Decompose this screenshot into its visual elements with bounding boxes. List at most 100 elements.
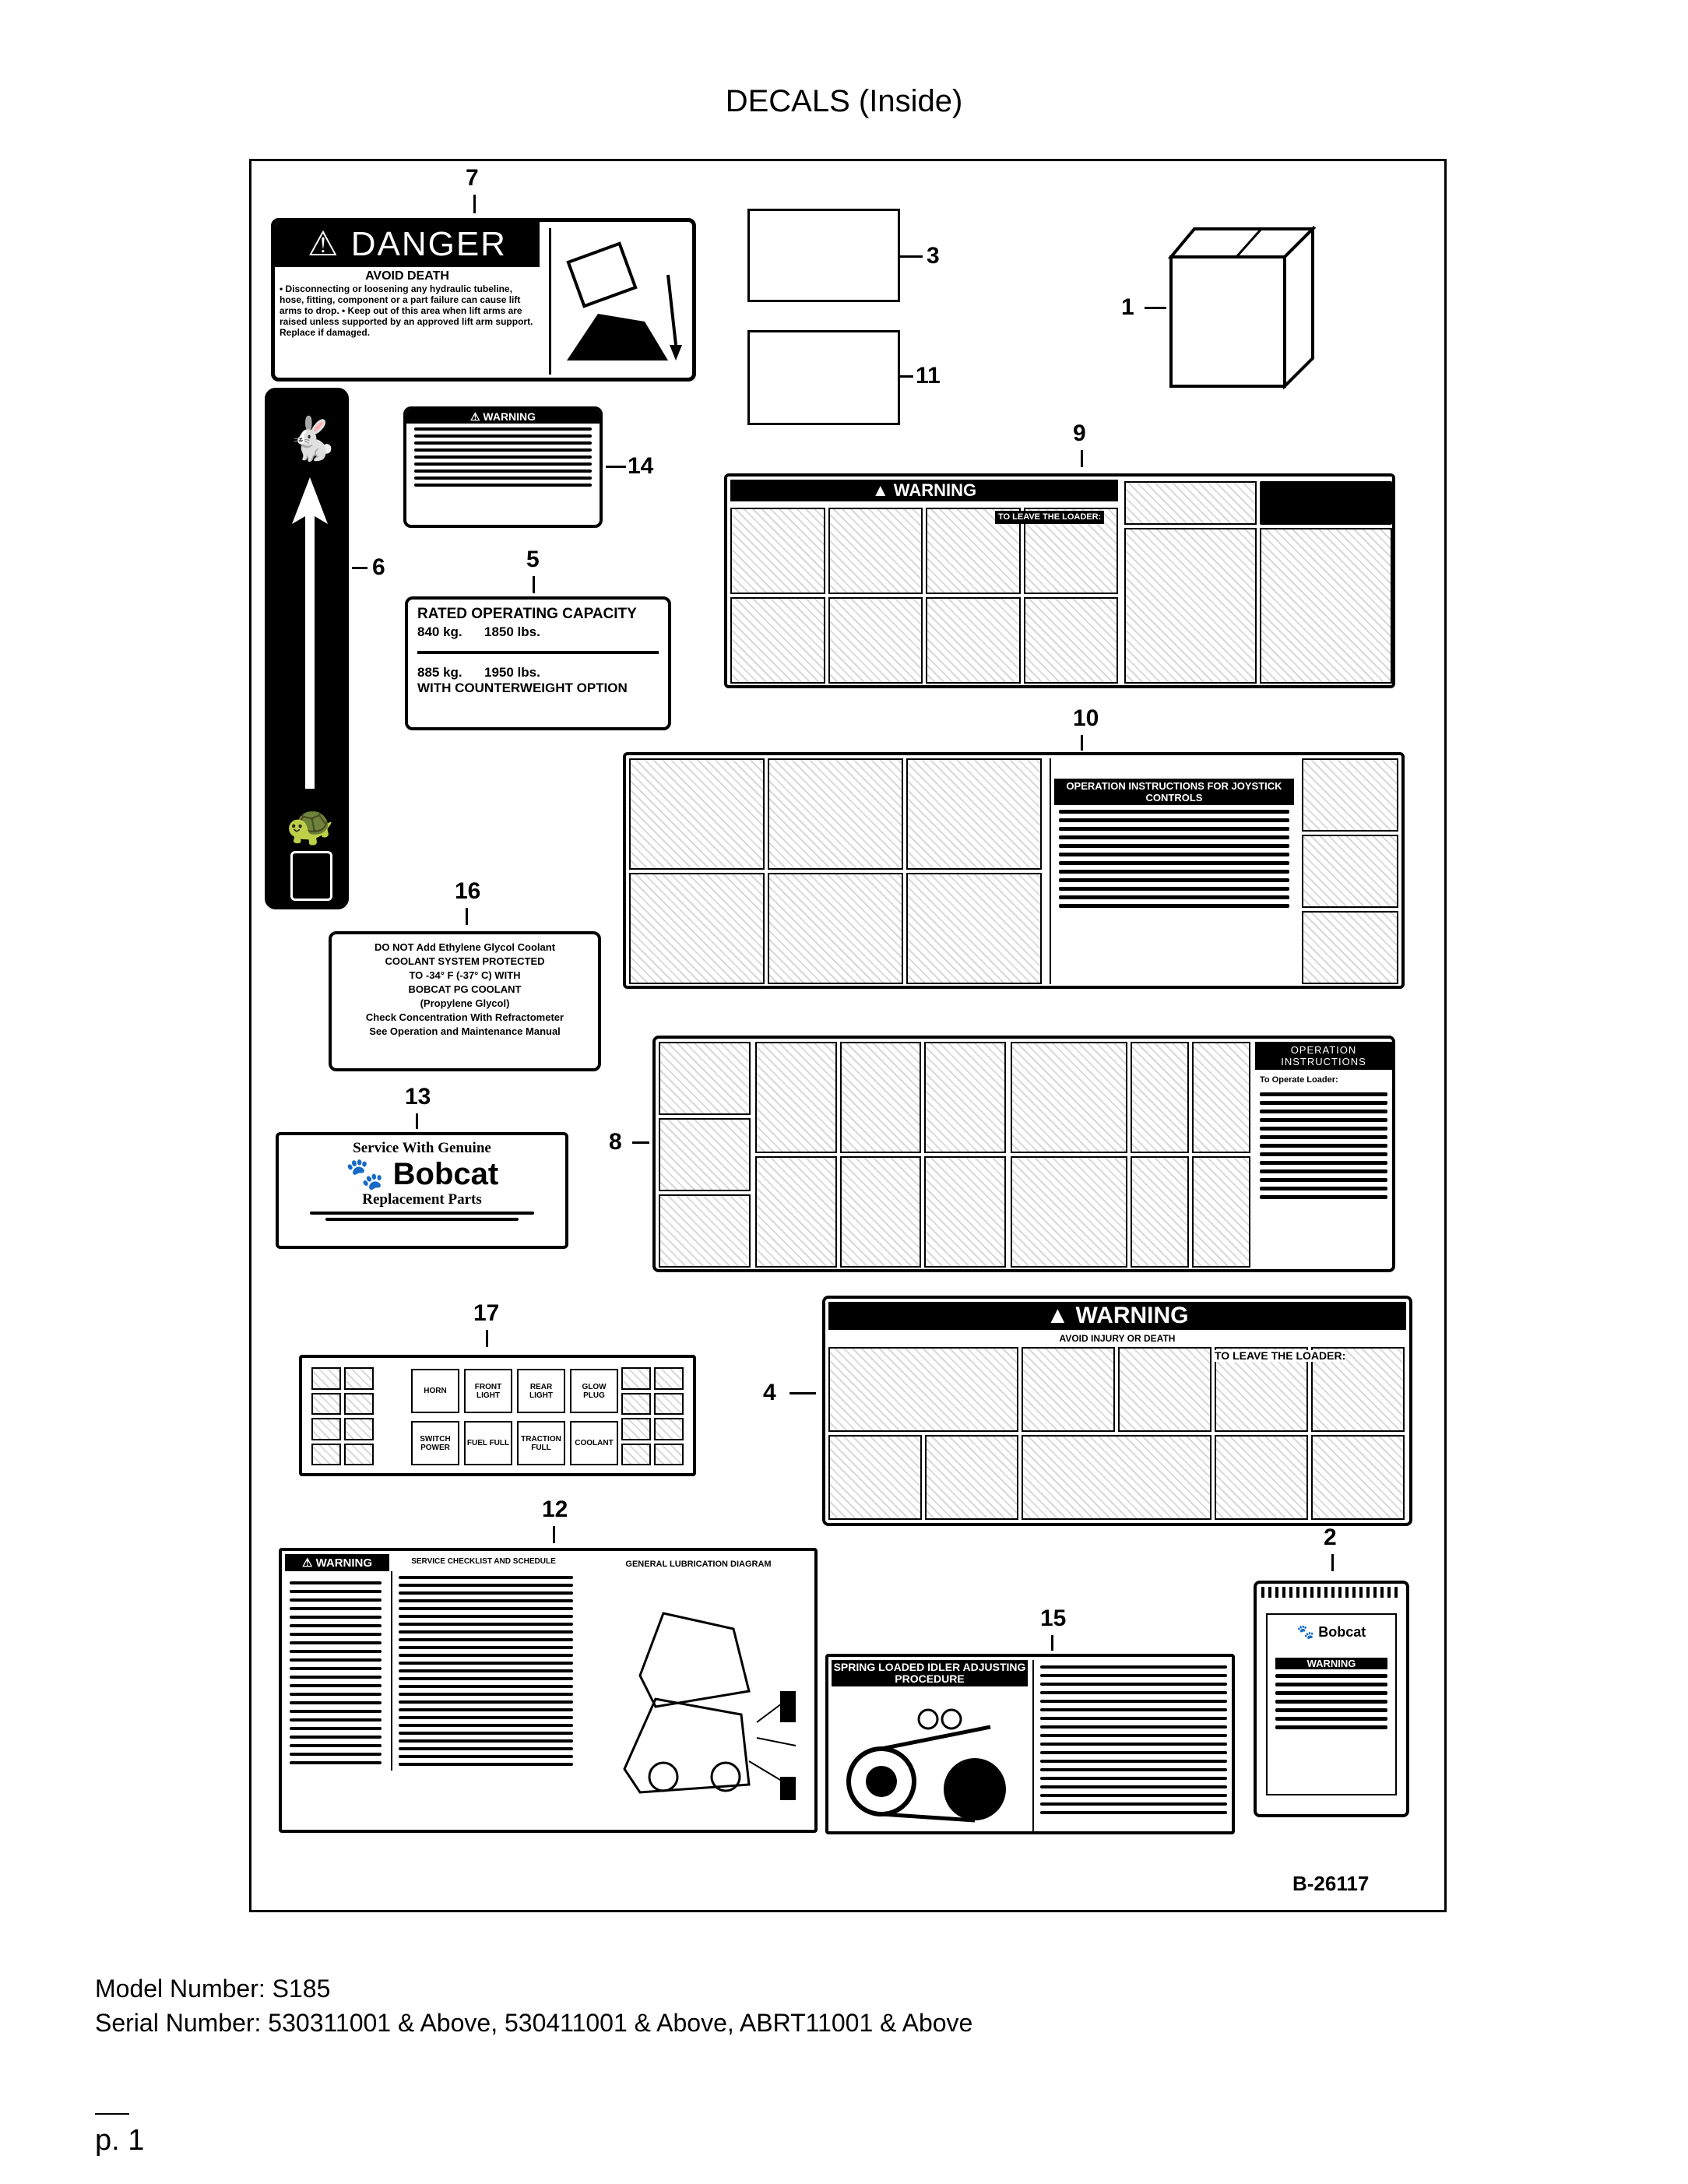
parking-brake-icon	[1215, 1435, 1308, 1520]
small-warning-text	[406, 427, 600, 487]
left-switch-icons	[311, 1367, 374, 1465]
danger-header: ⚠ DANGER	[275, 222, 540, 267]
leader-line	[486, 1330, 488, 1347]
rated-capacity-row1: 840 kg. 1850 lbs.	[417, 624, 540, 639]
warning-9-header: ▲ WARNING	[730, 480, 1118, 501]
coolant-text: DO NOT Add Ethylene Glycol Coolant COOLA…	[365, 941, 564, 1037]
callout-9: 9	[1073, 420, 1086, 446]
pictogram	[659, 1042, 751, 1115]
op-motion-pictograms	[755, 1042, 1006, 1268]
small-warning-header: ⚠ WARNING	[406, 410, 600, 424]
pictogram	[906, 873, 1042, 984]
op-control-pictograms	[1011, 1042, 1250, 1268]
switch-icon	[344, 1418, 374, 1440]
joystick-header: OPERATION INSTRUCTIONS FOR JOYSTICK CONT…	[1054, 779, 1294, 805]
leader-line	[1081, 450, 1083, 467]
operation-manual: 🐾 Bobcat WARNING	[1254, 1581, 1409, 1817]
throttle-icon	[290, 851, 332, 901]
switch-label: GLOW PLUG	[570, 1369, 618, 1413]
joystick-steps	[1051, 810, 1297, 908]
manual-cover: 🐾 Bobcat WARNING	[1266, 1613, 1397, 1795]
genuine-fine-print	[279, 1212, 565, 1221]
model-serial-info: Model Number: S185 Serial Number: 530311…	[95, 1971, 972, 2040]
callout-5: 5	[526, 547, 540, 572]
switch-label: TRACTION FULL	[517, 1421, 565, 1465]
leader-line	[1051, 1635, 1053, 1651]
leader-line	[899, 375, 913, 378]
lubrication-decal: ⚠ WARNING SERVICE CHECKLIST AND SCHEDULE…	[279, 1548, 818, 1833]
bobcat-logo-icon: 🐾	[345, 1157, 393, 1191]
callout-6: 6	[372, 554, 385, 580]
genuine-line2: Replacement Parts	[362, 1191, 482, 1208]
lube-checklist	[391, 1571, 579, 1771]
belt-idler-diagram	[846, 1708, 1006, 1823]
pictogram	[1311, 1435, 1405, 1520]
speed-range-decal: 🐇 🐢	[265, 388, 349, 909]
callout-15: 15	[1040, 1605, 1067, 1631]
carton-icon	[1168, 226, 1316, 389]
loader-lube-diagram	[623, 1612, 797, 1800]
callout-8: 8	[609, 1129, 622, 1155]
idler-steps	[1032, 1660, 1232, 1831]
warning-triangle-icon: ▲	[1046, 1303, 1076, 1328]
callout-1: 1	[1121, 294, 1134, 320]
joystick-side-pictograms	[1302, 758, 1398, 984]
pictogram	[1118, 1347, 1211, 1432]
idler-adjust-decal: SPRING LOADED IDLER ADJUSTING PROCEDURE	[825, 1654, 1235, 1834]
coolant-decal: DO NOT Add Ethylene Glycol Coolant COOLA…	[329, 931, 601, 1071]
leader-line	[466, 908, 468, 925]
manual-warning-header: WARNING	[1275, 1658, 1387, 1669]
lube-warning-header: ⚠ WARNING	[285, 1554, 389, 1571]
parking-brake-pictogram	[1011, 1042, 1127, 1153]
pictogram	[755, 1156, 837, 1268]
rated-capacity-row3: WITH COUNTERWEIGHT OPTION	[417, 681, 628, 695]
op-text-panel: OPERATION INSTRUCTIONS To Operate Loader…	[1255, 1042, 1392, 1268]
callout-3: 3	[927, 243, 940, 269]
idler-header: SPRING LOADED IDLER ADJUSTING PROCEDURE	[832, 1660, 1028, 1686]
leader-line	[473, 195, 476, 213]
main-warning-decal: ▲ WARNING AVOID INJURY OR DEATH TO LEAVE…	[822, 1296, 1412, 1526]
switch-icon	[311, 1418, 341, 1440]
rabbit-icon: 🐇	[286, 416, 339, 462]
danger-subheader: AVOID DEATH	[365, 269, 449, 283]
callout-17: 17	[473, 1300, 500, 1326]
switch-label: HORN	[411, 1369, 459, 1413]
page-title: DECALS (Inside)	[725, 84, 963, 118]
switch-icon	[621, 1418, 651, 1440]
leader-line	[533, 576, 535, 593]
pictogram	[730, 597, 825, 684]
rated-capacity-decal: RATED OPERATING CAPACITY 840 kg. 1850 lb…	[405, 596, 671, 730]
callout-2: 2	[1324, 1525, 1337, 1550]
switch-icon	[654, 1392, 684, 1415]
model-number: Model Number: S185	[95, 1975, 331, 2003]
main-warning-header: ▲ WARNING	[828, 1302, 1406, 1330]
switch-icon	[621, 1443, 651, 1465]
manual-icon	[828, 1347, 1018, 1432]
manual-icon	[730, 508, 825, 594]
serial-number: Serial Number: 530311001 & Above, 530411…	[95, 2009, 973, 2037]
pictogram	[1131, 1156, 1189, 1268]
small-warning-decal: ⚠ WARNING	[403, 406, 603, 528]
turtle-icon: 🐢	[286, 804, 335, 847]
switch-icon	[344, 1367, 374, 1390]
switch-label: SWITCH POWER	[411, 1421, 459, 1465]
right-switch-icons	[621, 1367, 684, 1465]
joystick-pattern	[1260, 528, 1392, 684]
pictogram	[659, 1118, 751, 1191]
op-side-pictograms	[659, 1042, 751, 1268]
op-subheader: To Operate Loader:	[1260, 1075, 1338, 1085]
pictogram	[925, 1435, 1018, 1520]
leader-line	[632, 1141, 649, 1144]
pictogram	[755, 1042, 837, 1153]
bobcat-logo: 🐾 Bobcat	[345, 1157, 499, 1191]
callout-10: 10	[1073, 705, 1099, 731]
switch-icon	[311, 1392, 341, 1415]
leader-line	[899, 255, 923, 258]
callout-11: 11	[916, 363, 941, 389]
switch-icon	[344, 1443, 374, 1465]
switch-icon	[654, 1367, 684, 1390]
switch-label: REAR LIGHT	[517, 1369, 565, 1413]
pictogram	[1022, 1347, 1115, 1432]
manual-spiral-binding	[1261, 1587, 1401, 1598]
genuine-line1: Service With Genuine	[353, 1140, 491, 1156]
